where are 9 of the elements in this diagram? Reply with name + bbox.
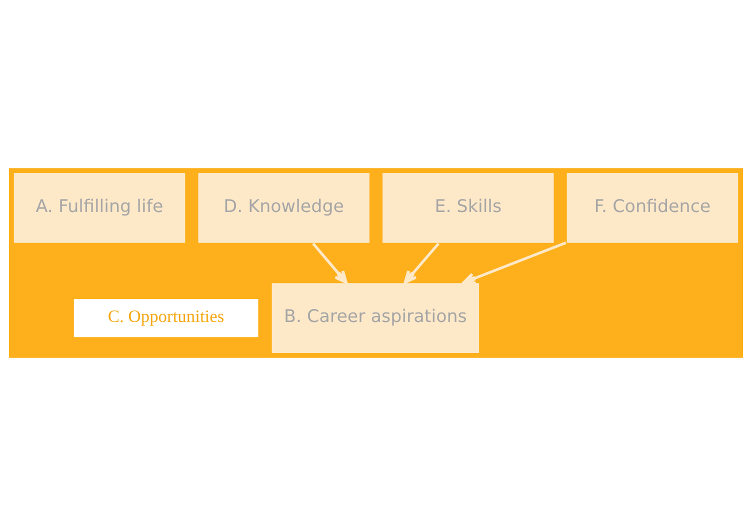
node-box: B. Career aspirations [270,282,480,354]
arrow [462,240,566,284]
node-box: E. Skills [380,171,554,244]
node-box: A. Fulfilling life [12,171,186,244]
node-box: F. Confidence [565,171,739,244]
node-box: C. Opportunities [72,297,259,338]
arrow [403,242,440,284]
arrow [312,242,348,284]
node-box: D. Knowledge [196,171,370,244]
